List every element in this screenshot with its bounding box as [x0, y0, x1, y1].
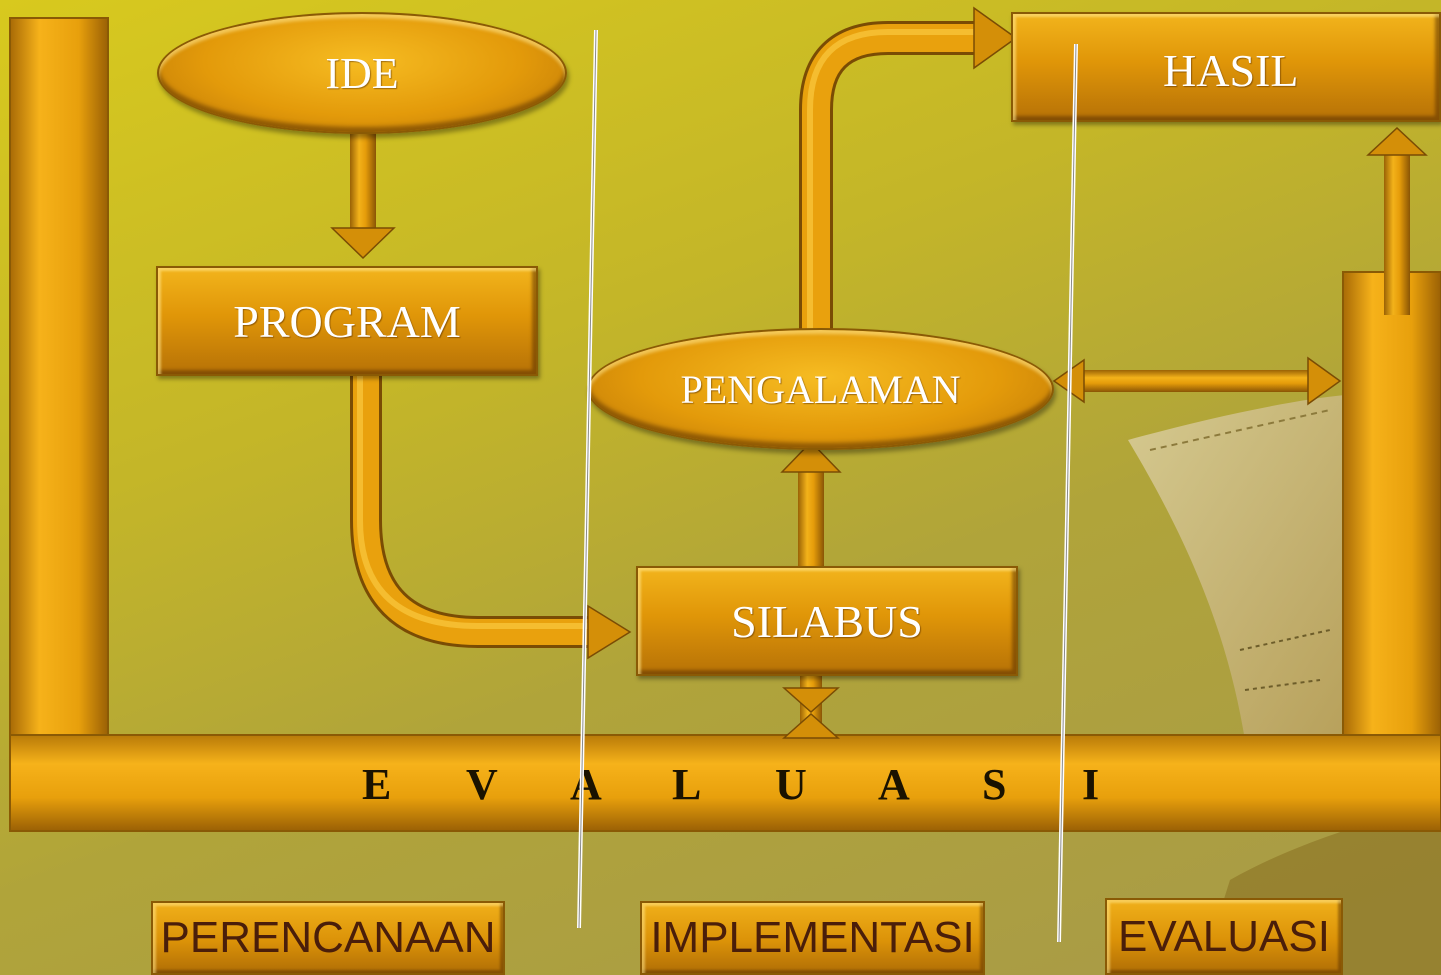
evaluasi-letter: V — [466, 760, 498, 809]
node-program-label: PROGRAM — [233, 295, 461, 347]
node-program: PROGRAM — [156, 266, 538, 376]
paper-scroll-image — [1128, 395, 1345, 740]
left-frame-bar — [9, 17, 109, 831]
arrow-program-to-silabus — [350, 372, 632, 660]
phase-perencanaan: PERENCANAAN — [151, 901, 505, 975]
evaluasi-letter: S — [982, 760, 1007, 809]
phase-implementasi-label: IMPLEMENTASI — [650, 913, 975, 962]
evaluasi-bar — [9, 734, 1441, 832]
phase-evaluasi: EVALUASI — [1105, 898, 1343, 975]
arrow-ide-to-program — [330, 130, 396, 260]
phase-evaluasi-label: EVALUASI — [1118, 911, 1330, 961]
evaluasi-letter: I — [1082, 760, 1100, 809]
arrow-pengalaman-to-right-frame — [1052, 356, 1342, 406]
evaluasi-letter: E — [362, 760, 392, 809]
node-ide-label: IDE — [325, 48, 399, 98]
node-hasil: HASIL — [1011, 12, 1441, 122]
evaluasi-letter: U — [775, 760, 807, 809]
node-silabus: SILABUS — [636, 566, 1018, 676]
evaluasi-letter: A — [878, 760, 910, 809]
evaluasi-letter: A — [570, 760, 602, 809]
arrow-right-frame-to-hasil — [1366, 126, 1428, 315]
node-pengalaman-label: PENGALAMAN — [680, 366, 961, 412]
node-hasil-label: HASIL — [1163, 45, 1299, 96]
node-pengalaman: PENGALAMAN — [587, 328, 1054, 450]
arrow-silabus-evaluasi — [782, 676, 840, 739]
arrow-pengalaman-to-hasil — [799, 6, 1018, 330]
node-silabus-label: SILABUS — [731, 595, 923, 647]
arrow-silabus-to-pengalaman — [780, 440, 842, 570]
phase-implementasi: IMPLEMENTASI — [640, 901, 985, 975]
node-ide: IDE — [157, 12, 567, 134]
phase-perencanaan-label: PERENCANAAN — [160, 913, 496, 962]
evaluasi-letter: L — [672, 760, 702, 809]
right-frame-bar — [1342, 271, 1441, 743]
